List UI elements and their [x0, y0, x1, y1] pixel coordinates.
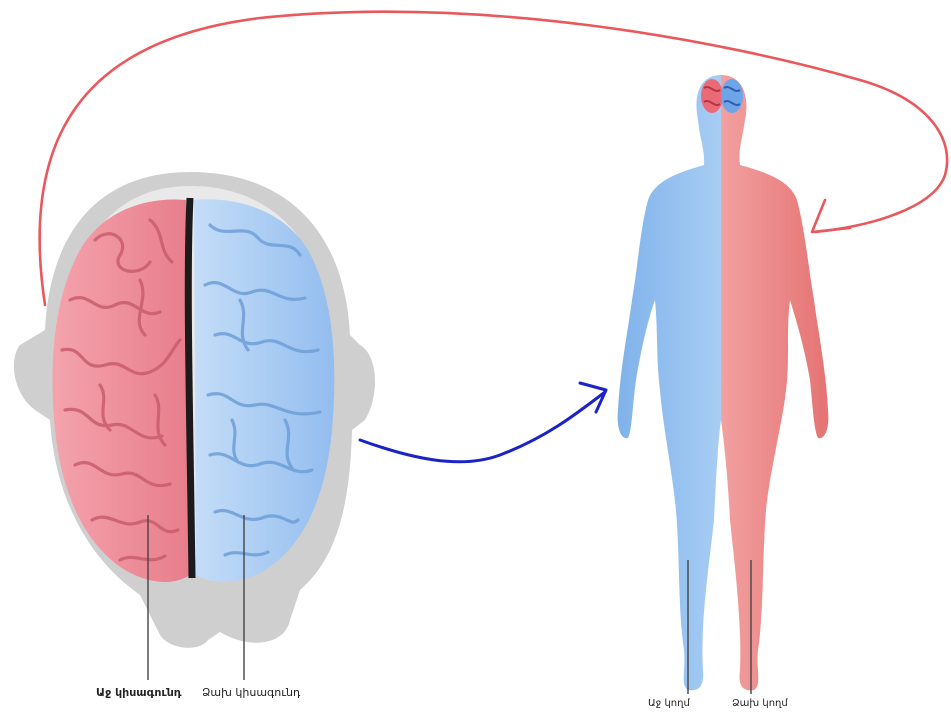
left-hemisphere-label: Ձախ կիսագունդ — [202, 686, 300, 699]
right-side-label: Աջ կողմ — [648, 698, 690, 709]
left-side-label: Ձախ կողմ — [732, 698, 788, 709]
blue-arrow-icon — [360, 383, 606, 462]
human-body-icon — [618, 75, 829, 694]
right-hemisphere-label: Աջ կիսագունդ — [96, 686, 182, 699]
